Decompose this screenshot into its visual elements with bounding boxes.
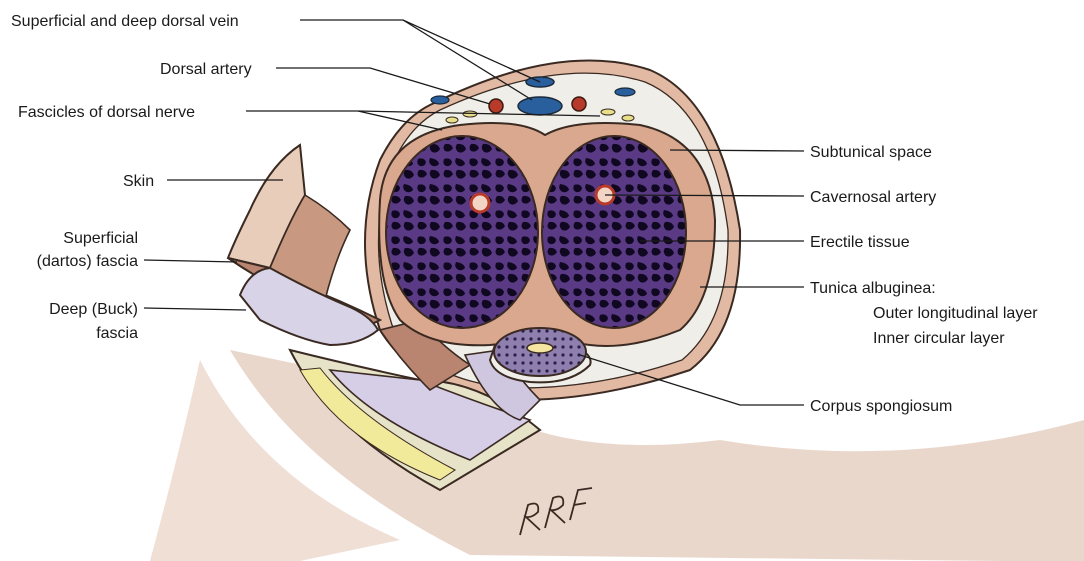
label-dorsal-nerve: Fascicles of dorsal nerve [18,104,195,121]
label-dorsal-vein: Superficial and deep dorsal vein [11,13,239,30]
label-erectile-tissue: Erectile tissue [810,234,910,251]
label-inner-layer: Inner circular layer [873,330,1005,347]
label-dorsal-artery: Dorsal artery [160,61,252,78]
label-deep-fascia-2: fascia [96,325,138,342]
corpus-cavernosum-right [542,136,686,328]
skin-flap [228,145,380,345]
label-superficial-fascia-2: (dartos) fascia [37,253,138,270]
label-outer-layer: Outer longitudinal layer [873,305,1038,322]
corpus-spongiosum [490,328,591,382]
label-subtunical-space: Subtunical space [810,144,932,161]
label-skin: Skin [123,173,154,190]
label-cavernosal-artery: Cavernosal artery [810,189,936,206]
label-deep-fascia-1: Deep (Buck) [49,301,138,318]
label-corpus-spongiosum: Corpus spongiosum [810,398,952,415]
corpus-cavernosum-left [386,136,538,328]
cavernosal-artery-left [471,194,489,212]
label-superficial-fascia-1: Superficial [63,230,138,247]
label-tunica-albuginea: Tunica albuginea: [810,280,936,297]
